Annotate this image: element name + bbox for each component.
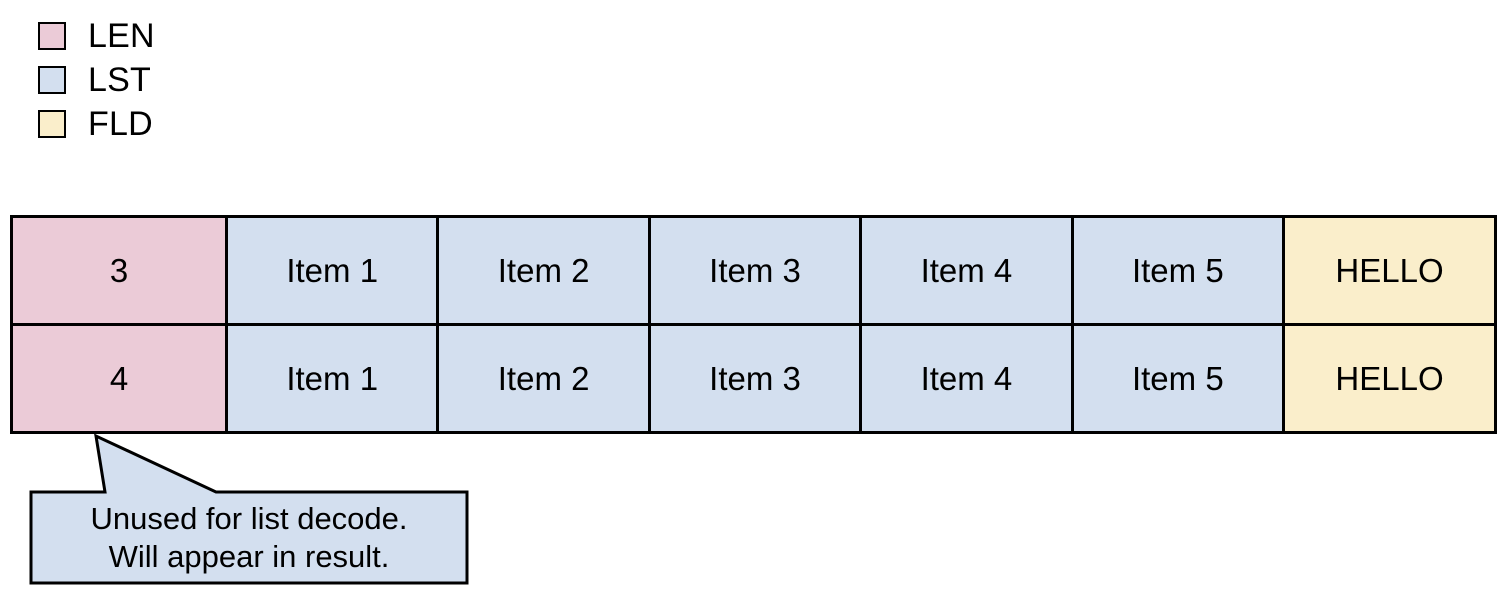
cell-lst-row0-item1: Item 2	[436, 218, 648, 323]
cell-len-row0: 3	[13, 218, 225, 323]
callout-text: Unused for list decode. Will appear in r…	[31, 492, 467, 583]
callout-line-2: Will appear in result.	[108, 538, 390, 574]
cell-lst-row0-item4: Item 5	[1070, 218, 1283, 323]
cell-fld-row0: HELLO	[1282, 218, 1495, 323]
cell-lst-row1-item1: Item 2	[436, 326, 648, 431]
legend-swatch-lst	[38, 66, 66, 94]
cell-lst-row0-item2: Item 3	[647, 218, 860, 323]
legend-label-len: LEN	[88, 17, 155, 55]
cell-lst-row1-item2: Item 3	[647, 326, 860, 431]
legend-swatch-len	[38, 22, 66, 50]
legend-swatch-fld	[38, 110, 66, 138]
legend: LEN LST FLD	[38, 14, 155, 146]
cell-lst-row0-item3: Item 4	[859, 218, 1071, 323]
cell-lst-row1-item3: Item 4	[859, 326, 1071, 431]
legend-item-lst: LST	[38, 58, 155, 102]
callout-line-1: Unused for list decode.	[90, 500, 408, 536]
packet-layout-table: 3 Item 1 Item 2 Item 3 Item 4 Item 5 HEL…	[10, 215, 1497, 434]
cell-lst-row1-item4: Item 5	[1070, 326, 1283, 431]
legend-label-lst: LST	[88, 61, 151, 99]
cell-lst-row0-item0: Item 1	[225, 218, 437, 323]
cell-lst-row1-item0: Item 1	[225, 326, 437, 431]
table-row: 3 Item 1 Item 2 Item 3 Item 4 Item 5 HEL…	[13, 218, 1495, 323]
table-row: 4 Item 1 Item 2 Item 3 Item 4 Item 5 HEL…	[13, 323, 1495, 431]
cell-len-row1: 4	[13, 326, 225, 431]
legend-item-len: LEN	[38, 14, 155, 58]
legend-item-fld: FLD	[38, 102, 155, 146]
cell-fld-row1: HELLO	[1282, 326, 1495, 431]
legend-label-fld: FLD	[88, 105, 153, 143]
